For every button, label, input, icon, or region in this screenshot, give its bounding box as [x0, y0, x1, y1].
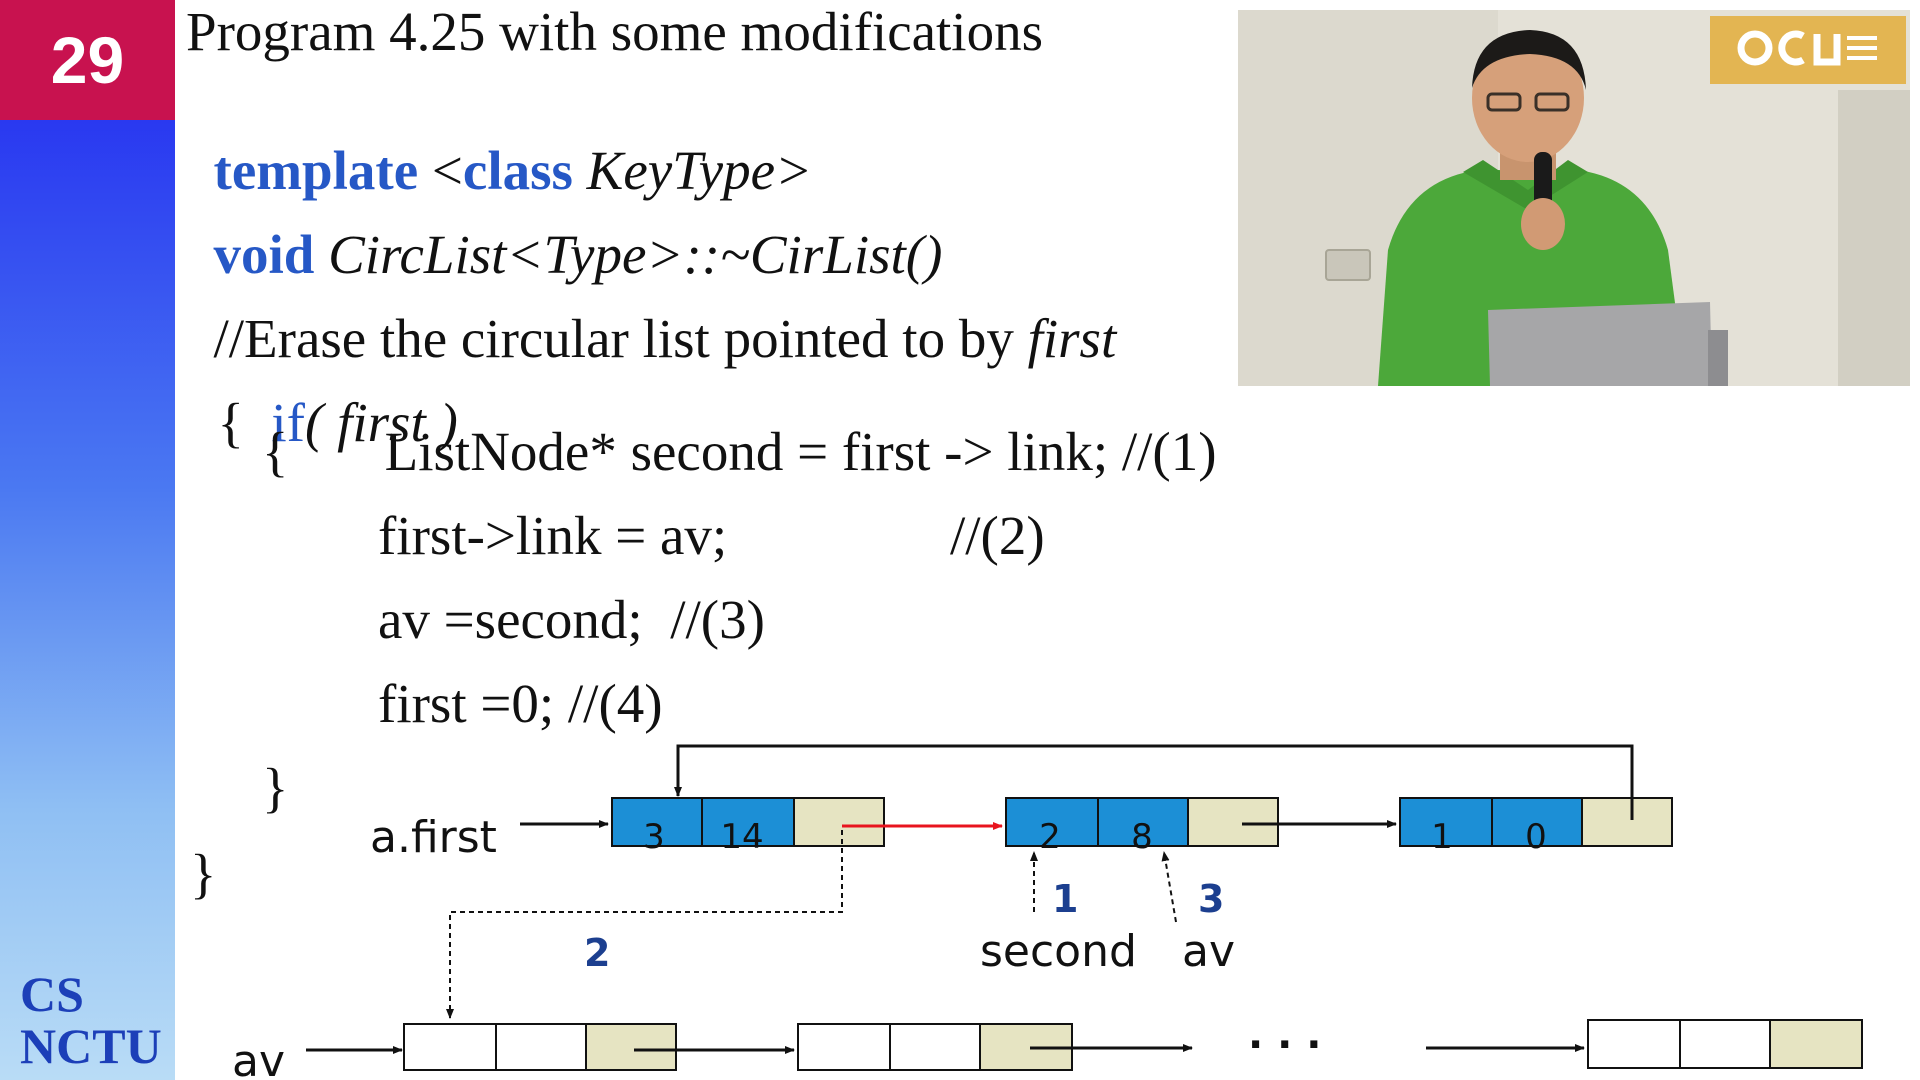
keyword-if: if [271, 392, 306, 453]
av-label-top: av [1182, 926, 1235, 977]
av-node-1 [403, 1023, 677, 1071]
ocw-logo-glyph [1737, 30, 1877, 66]
code-line-template: template <class KeyType> [186, 88, 813, 201]
code-line-2: first->link = av; [378, 505, 728, 566]
list-node-2: 2 8 [1005, 797, 1279, 857]
step-3-label: 3 [1198, 877, 1224, 921]
code-text: //Erase the circular list pointed to by [213, 308, 1028, 369]
node-value: 3 [643, 817, 665, 857]
code-line-comment: //Erase the circular list pointed to by … [186, 256, 1117, 369]
step-2-label: 2 [584, 931, 610, 975]
node-link: 0 [1525, 817, 1547, 857]
code-text: ( first ) [305, 392, 458, 453]
code-text: first [1027, 308, 1117, 369]
slide-number: 29 [0, 0, 175, 120]
second-label: second [980, 926, 1137, 977]
org-label: CS NCTU [20, 966, 162, 1074]
av-pointer-arrow [1161, 851, 1177, 923]
code-text: < [418, 140, 463, 201]
keyword-class: class [462, 140, 573, 201]
av-node-last [1587, 1019, 1863, 1069]
code-line-4: first =0; //(4) [378, 673, 663, 734]
code-text: CircList<Type>::~CirList() [314, 224, 943, 285]
circular-link-arrow [674, 744, 1634, 820]
ellipsis: · · · [1248, 1022, 1321, 1068]
lecturer-video [1238, 10, 1910, 386]
code-line-if: { if( first ) [190, 340, 458, 450]
av-label-bottom: av [232, 1036, 285, 1080]
step-2-dashed-arrow [446, 830, 843, 1019]
keyword-void: void [213, 224, 315, 285]
step-1-label: 1 [1052, 877, 1078, 921]
code-text: { [217, 392, 272, 453]
list-node-1: 3 14 [611, 797, 885, 857]
slide-title: Program 4.25 with some modifications [186, 1, 1043, 62]
list-label: a.first [370, 812, 497, 863]
node-link: 14 [720, 817, 763, 857]
node-value: 2 [1039, 817, 1061, 857]
code-line-3: av =second; //(3) [378, 589, 765, 650]
close-brace-outer: } [190, 843, 217, 904]
slide-sidebar [0, 0, 175, 1080]
code-line-2-comment: //(2) [950, 505, 1045, 566]
close-brace-inner: } [262, 757, 289, 818]
code-line-1: { ListNode* second = first -> link; //(1… [262, 421, 1217, 482]
list-node-3: 1 0 [1399, 797, 1673, 857]
code-line-void: void CircList<Type>::~CirList() [186, 172, 943, 285]
node-link: 8 [1131, 817, 1153, 857]
ocw-logo-icon [1710, 16, 1906, 84]
keyword-template: template [213, 140, 419, 201]
node-value: 1 [1431, 817, 1453, 857]
code-text: KeyType> [572, 140, 813, 201]
